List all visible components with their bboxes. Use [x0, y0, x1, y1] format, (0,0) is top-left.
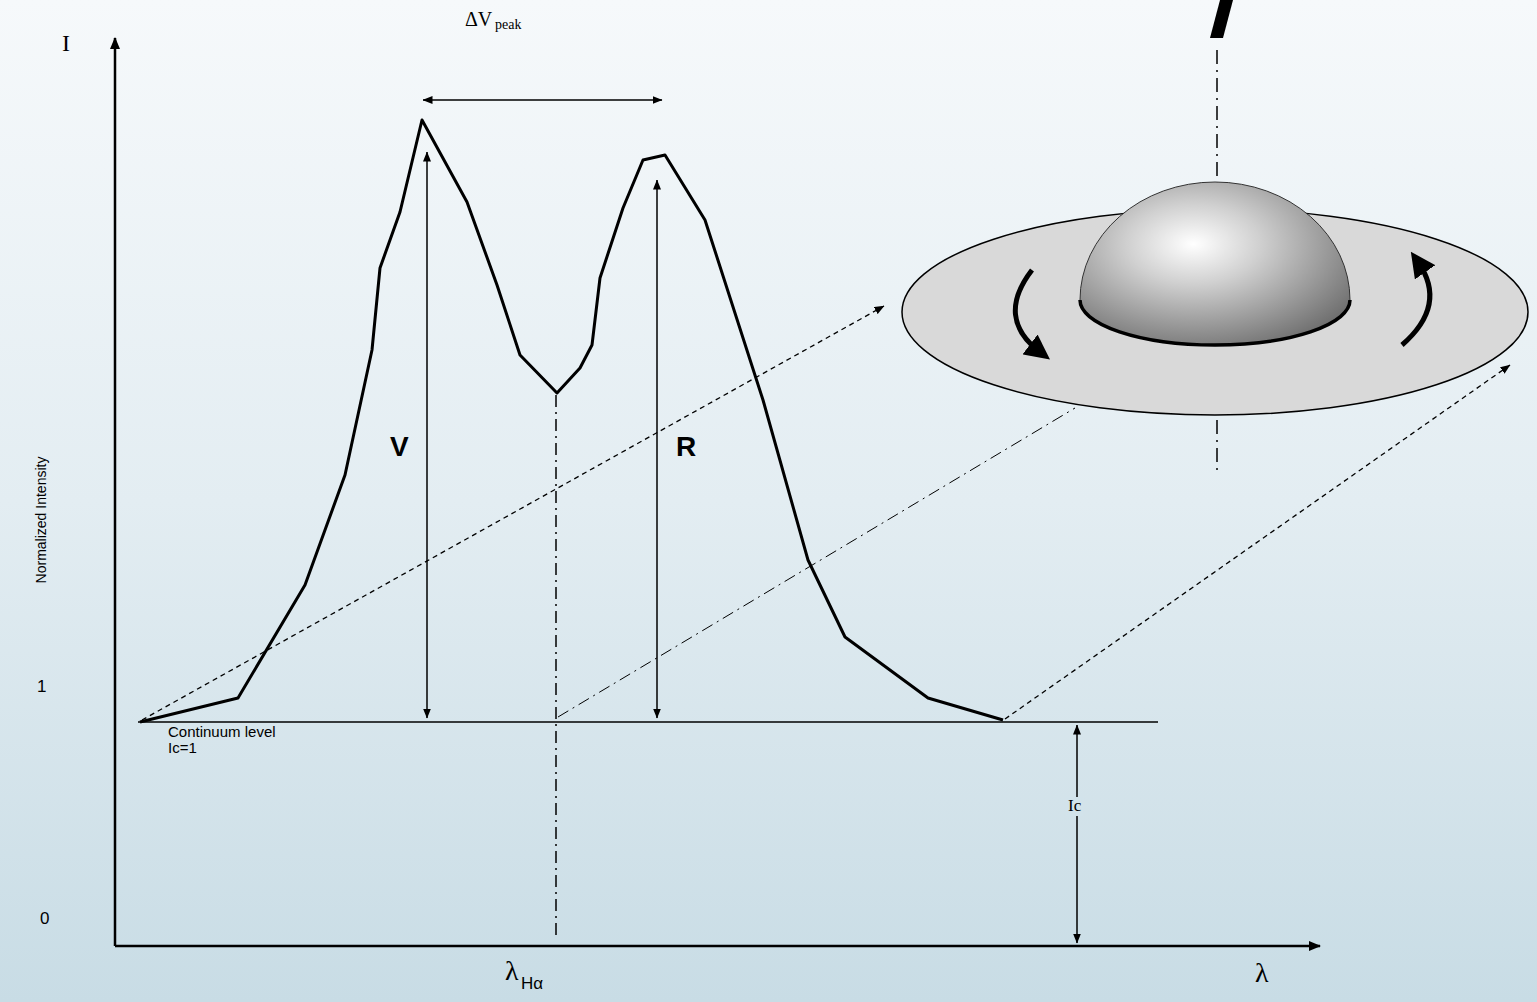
- subscript: Hα: [521, 975, 543, 994]
- star: [1080, 182, 1350, 345]
- y-axis: [114, 38, 117, 946]
- peak-label: R: [676, 432, 696, 463]
- peak-label: V: [390, 432, 409, 463]
- axis-title: Normalized Intensity: [34, 457, 49, 584]
- axis-mark: [1210, 0, 1233, 38]
- rotation-arrow: [1402, 262, 1430, 345]
- axis-label: I: [62, 30, 70, 56]
- projection-line: [1005, 365, 1510, 719]
- tick-label: 1: [37, 678, 46, 697]
- line-centre-mark: [555, 395, 557, 936]
- rotation-axis: [1216, 420, 1218, 476]
- rotation-axis: [1216, 50, 1218, 198]
- halpha-profile: [140, 120, 1003, 722]
- axis-label: λ: [505, 956, 519, 987]
- peak-separation-arrow: [423, 99, 662, 101]
- continuum-line: [138, 721, 1158, 723]
- tick-label: 0: [40, 910, 49, 929]
- subscript: peak: [495, 17, 521, 32]
- star-rim: [1080, 300, 1350, 345]
- projection-line: [558, 408, 1075, 717]
- x-axis: [115, 945, 1320, 948]
- r-peak-arrow: [656, 180, 658, 718]
- continuum-intensity-label: Ic: [1066, 797, 1083, 816]
- projection-line: [142, 306, 884, 720]
- axis-label: λ: [1255, 958, 1269, 989]
- rotation-arrow: [1015, 270, 1040, 352]
- v-peak-arrow: [426, 152, 428, 718]
- peak-separation-label: ΔV: [465, 8, 492, 30]
- continuum-arrow: [1076, 725, 1078, 943]
- continuum-label: Continuum level Ic=1: [168, 724, 296, 756]
